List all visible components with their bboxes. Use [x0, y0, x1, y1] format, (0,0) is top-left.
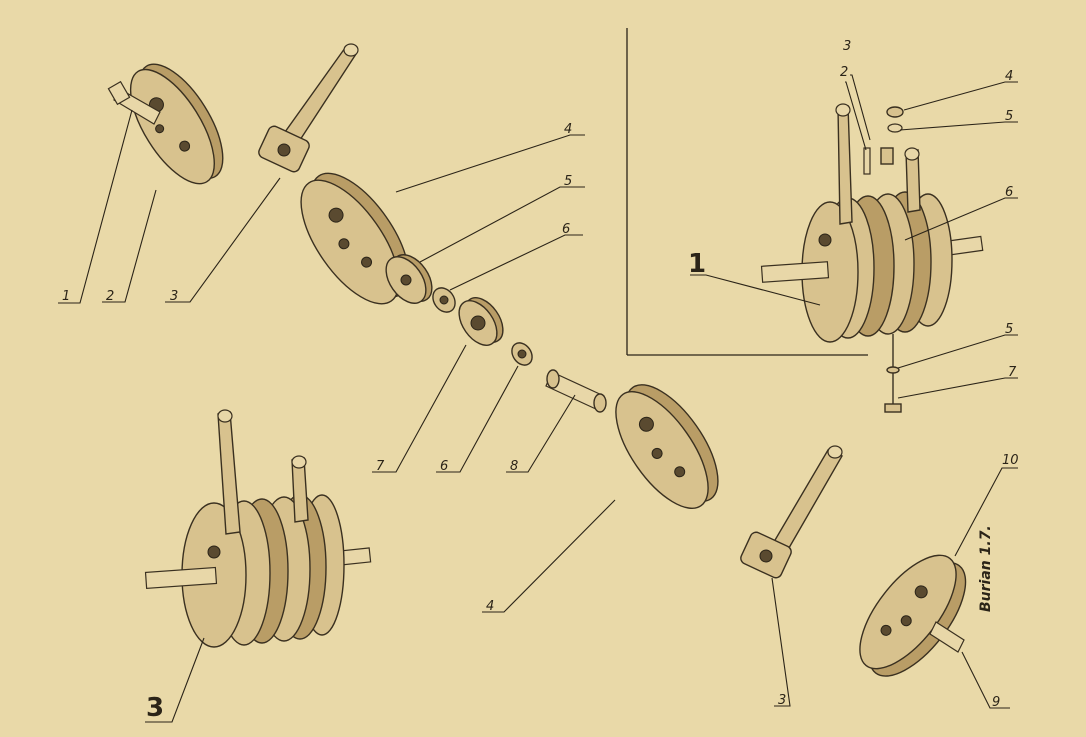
label-4-bottom: 4	[486, 599, 494, 614]
artist-signature: Burian 1.7.	[978, 525, 994, 612]
flywheel-4-bottom	[615, 384, 719, 509]
ring-6-top	[432, 287, 456, 313]
leader-lines	[58, 74, 1018, 723]
flywheel-4	[300, 172, 410, 305]
label-right-3: 3	[843, 39, 851, 54]
connecting-rod-top	[258, 43, 359, 173]
label-3: 3	[170, 289, 178, 304]
label-8: 8	[510, 459, 518, 474]
label-4: 4	[564, 122, 572, 137]
crank-pin-8	[545, 369, 607, 413]
assembled-crankshaft-figure-3	[144, 409, 372, 648]
figure-number-1: 1	[688, 249, 706, 279]
connecting-rod-bottom	[740, 445, 844, 579]
label-5: 5	[564, 174, 572, 189]
inset-frame	[626, 28, 868, 356]
label-bottomright-3: 3	[778, 693, 786, 708]
label-6-top: 6	[562, 222, 570, 237]
disc-5	[385, 254, 433, 304]
label-bottomright-10: 10	[1002, 453, 1019, 468]
part-labels: 1 2 3 4 5 6 7 6 8 4 3 2 4 5 6 5 7 3 10 9	[62, 39, 1019, 710]
label-right-5-top: 5	[1005, 109, 1013, 124]
label-6-bottom: 6	[440, 459, 448, 474]
label-right-2: 2	[840, 65, 848, 80]
ring-6-bottom	[511, 342, 533, 366]
label-right-4: 4	[1005, 69, 1013, 84]
figure-number-3: 3	[146, 693, 164, 723]
label-2: 2	[106, 289, 114, 304]
label-bottomright-9: 9	[992, 695, 1000, 710]
label-right-7: 7	[1008, 365, 1017, 380]
label-right-6: 6	[1005, 185, 1013, 200]
crank-half-10	[859, 554, 967, 677]
label-1: 1	[62, 289, 70, 304]
assembled-crankshaft-figure-1	[760, 103, 984, 413]
label-7: 7	[376, 459, 385, 474]
crank-half-with-shaft	[107, 63, 224, 185]
label-right-5-bottom: 5	[1005, 322, 1013, 337]
bearing-7	[458, 297, 504, 346]
